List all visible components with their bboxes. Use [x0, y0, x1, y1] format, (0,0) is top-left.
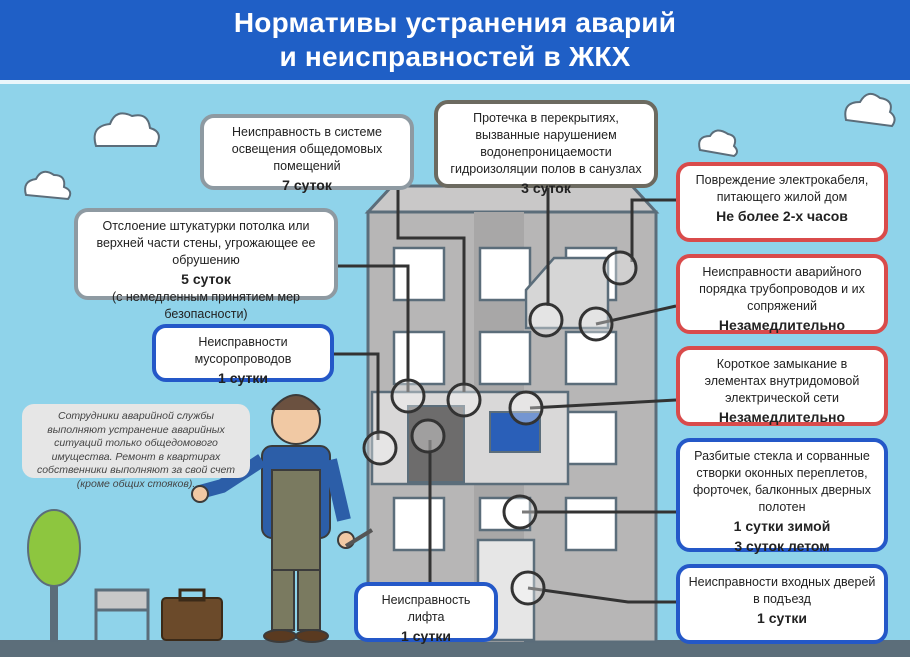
building-illustration — [364, 184, 660, 644]
card-doors-text: Неисправности входных дверей в подъезд — [688, 575, 876, 606]
header-stripe — [0, 80, 910, 84]
card-lift-text: Неисправность лифта — [381, 593, 471, 624]
page-title-line1: Нормативы устранения аварий — [233, 7, 677, 38]
card-plaster: Отслоение штукатурки потолка или верхней… — [74, 208, 338, 321]
card-short-text: Короткое замыкание в элементах внутридом… — [704, 357, 860, 405]
wrench-icon — [344, 528, 374, 548]
card-plaster-value: 5 суток — [181, 271, 231, 287]
card-lift: Неисправность лифта 1 сутки — [354, 582, 498, 644]
card-garbage: Неисправности мусоропроводов 1 сутки — [152, 324, 334, 386]
card-doors-value: 1 сутки — [757, 610, 807, 626]
card-lighting-value: 7 суток — [282, 177, 332, 193]
card-cable-value: Не более 2-х часов — [716, 208, 848, 224]
card-cable: Повреждение электрокабеля, питающего жил… — [676, 162, 888, 242]
briefcase-icon — [161, 588, 223, 641]
card-garbage-value: 1 сутки — [218, 370, 268, 386]
card-pipes: Неисправности аварийного порядка трубопр… — [676, 254, 888, 334]
card-lighting-text: Неисправность в системе освещения общедо… — [231, 125, 383, 173]
card-lighting: Неисправность в системе освещения общедо… — [200, 114, 414, 193]
card-glass-value-summer: 3 суток летом — [734, 538, 830, 554]
card-plaster-text: Отслоение штукатурки потолка или верхней… — [96, 219, 316, 267]
connector-lines — [334, 186, 677, 604]
card-short: Короткое замыкание в элементах внутридом… — [676, 346, 888, 426]
page-title-line2: и неисправностей в ЖКХ — [279, 41, 631, 72]
card-leak: Протечка в перекрытиях, вызванные наруше… — [434, 100, 658, 196]
tree-icon — [27, 509, 81, 642]
card-glass-text: Разбитые стекла и сорванные створки окон… — [692, 449, 872, 514]
speech-bubble-note: Сотрудники аварийной службы выполняют ус… — [22, 404, 250, 490]
cloud-icon — [93, 112, 160, 147]
ground — [0, 640, 910, 657]
card-cable-text: Повреждение электрокабеля, питающего жил… — [695, 173, 869, 204]
header-banner: Нормативы устранения аварий и неисправно… — [0, 0, 910, 80]
card-glass-value-winter: 1 сутки зимой — [733, 518, 831, 534]
bench-icon — [94, 588, 150, 640]
card-lift-value: 1 сутки — [401, 628, 451, 644]
card-pipes-text: Неисправности аварийного порядка трубопр… — [699, 265, 865, 313]
card-pipes-value: Незамедлительно — [718, 317, 846, 333]
card-garbage-text: Неисправности мусоропроводов — [194, 335, 292, 366]
card-plaster-sub: (с немедленным принятием мер безопасност… — [111, 290, 300, 321]
marker-circles — [362, 250, 638, 606]
cloud-icon — [844, 92, 896, 128]
card-leak-text: Протечка в перекрытиях, вызванные наруше… — [450, 111, 642, 176]
cloud-icon — [24, 170, 72, 201]
card-leak-value: 3 суток — [521, 180, 571, 196]
cloud-icon — [698, 129, 738, 158]
card-doors: Неисправности входных дверей в подъезд 1… — [676, 564, 888, 644]
card-short-value: Незамедлительно — [718, 409, 846, 425]
card-glass: Разбитые стекла и сорванные створки окон… — [676, 438, 888, 554]
worker-illustration — [191, 394, 355, 643]
